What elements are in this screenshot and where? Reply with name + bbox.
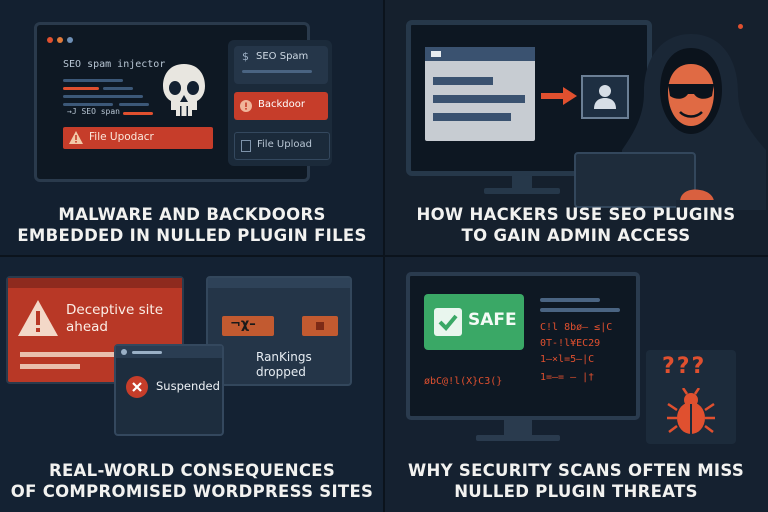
stop-icon: [316, 322, 324, 330]
code-bar: [123, 112, 153, 115]
warning-icon: [18, 300, 58, 336]
code-bar: [63, 95, 143, 98]
content-bar: [20, 364, 80, 369]
scanner-monitor: SAFE C!l 8bø– ≤|C 0T-!l¥EC29 1–×l=5–|C 1…: [406, 272, 640, 420]
monitor-stand: [512, 171, 532, 189]
bug-icon: [667, 388, 715, 434]
panel-malware-backdoors: SEO spam injector →J SEO span File Upoda…: [0, 0, 384, 256]
file-warning-box: File Upodacr: [63, 127, 213, 149]
content-bar: [433, 95, 525, 103]
rankings-label: RanKings dropped: [256, 350, 312, 379]
backdoor-label: Backdoor: [258, 99, 305, 110]
safe-label: SAFE: [468, 310, 517, 330]
bug-card: ???: [646, 350, 736, 444]
content-bar: [433, 113, 511, 121]
browser-bar: [425, 47, 535, 61]
seo-spam-bar: [242, 70, 312, 73]
code-bar: [63, 103, 113, 106]
code-title: SEO spam injector: [63, 59, 166, 70]
check-icon: [434, 308, 462, 336]
caption-security-scans: WHY SECURITY SCANS OFTEN MISS NULLED PLU…: [407, 461, 745, 501]
glyph-label: ¬χ–: [230, 317, 256, 332]
glyph-badge: ¬χ–: [222, 316, 274, 336]
code-line: →J SEO span: [67, 107, 120, 116]
caption-consequences: REAL-WORLD CONSEQUENCES OF COMPROMISED W…: [10, 461, 374, 501]
warning-icon: [69, 131, 83, 144]
panel-security-scans: SAFE C!l 8bø– ≤|C 0T-!l¥EC29 1–×l=5–|C 1…: [384, 256, 768, 512]
upload-icon: [241, 140, 251, 152]
laptop: [574, 152, 696, 208]
suspended-label: Suspended: [156, 379, 220, 393]
panel-consequences: Deceptive site ahead ¬χ– RanKings droppe…: [0, 256, 384, 512]
code-bar: [63, 79, 123, 82]
window-bar: [208, 278, 350, 288]
window-dot-orange: [57, 37, 63, 43]
safe-badge: SAFE: [424, 294, 524, 350]
deceptive-site-window: Deceptive site ahead: [6, 276, 184, 384]
question-marks: ???: [662, 354, 707, 379]
accent-dot: [738, 24, 743, 29]
window-bar-line: [132, 351, 162, 354]
monitor-base: [484, 188, 560, 194]
browser-button: [431, 51, 441, 57]
content-bar: [433, 77, 493, 85]
caption-hackers: HOW HACKERS USE SEO PLUGINS TO GAIN ADMI…: [416, 205, 736, 245]
file-upload-label: File Upload: [257, 139, 312, 150]
file-warning-label: File Upodacr: [89, 131, 154, 143]
scan-bar: [540, 298, 600, 302]
user-icon: [594, 85, 616, 109]
file-upload-button[interactable]: File Upload: [234, 132, 330, 160]
panel-hackers-seo-plugins: HOW HACKERS USE SEO PLUGINS TO GAIN ADMI…: [384, 0, 768, 256]
window-dot-blue: [67, 37, 73, 43]
code-line: 1–×l=5–|C: [540, 354, 595, 365]
divider-horizontal: [0, 255, 768, 257]
code-bar: [103, 87, 133, 90]
skull-icon: [163, 64, 205, 116]
window-bar: [116, 346, 222, 358]
seo-spam-label: SEO Spam: [256, 51, 309, 62]
caption-malware: MALWARE AND BACKDOORS EMBEDDED IN NULLED…: [17, 205, 367, 245]
code-line: 0T-!l¥EC29: [540, 338, 601, 349]
window-dot: [121, 349, 127, 355]
window-dot-red: [47, 37, 53, 43]
rankings-window: ¬χ– RanKings dropped: [206, 276, 352, 386]
arrow-right-icon: [541, 87, 577, 105]
code-line: 1=–= – |†: [540, 372, 595, 383]
backdoor-button[interactable]: Backdoor: [234, 92, 328, 120]
code-line: C!l 8bø– ≤|C: [540, 322, 613, 333]
monitor-base: [476, 435, 560, 441]
suspended-window: Suspended: [114, 344, 224, 436]
scan-bar: [540, 308, 620, 312]
admin-user-box: [581, 75, 629, 119]
window-bar: [8, 278, 182, 288]
alert-icon: [240, 100, 252, 112]
monitor-stand: [504, 420, 532, 436]
close-circle-icon: [126, 376, 148, 398]
code-bar: [63, 87, 99, 90]
hacker-hand: [676, 189, 716, 208]
code-bottom-line: øbC@!l(X}C3(}: [424, 376, 503, 387]
deceptive-label: Deceptive site ahead: [66, 302, 164, 335]
dollar-icon: $: [242, 50, 249, 63]
browser-window: [425, 47, 535, 141]
seo-spam-card: $ SEO Spam: [234, 46, 328, 84]
content-bar: [20, 352, 130, 357]
stop-button[interactable]: [302, 316, 338, 336]
code-bar: [119, 103, 149, 106]
